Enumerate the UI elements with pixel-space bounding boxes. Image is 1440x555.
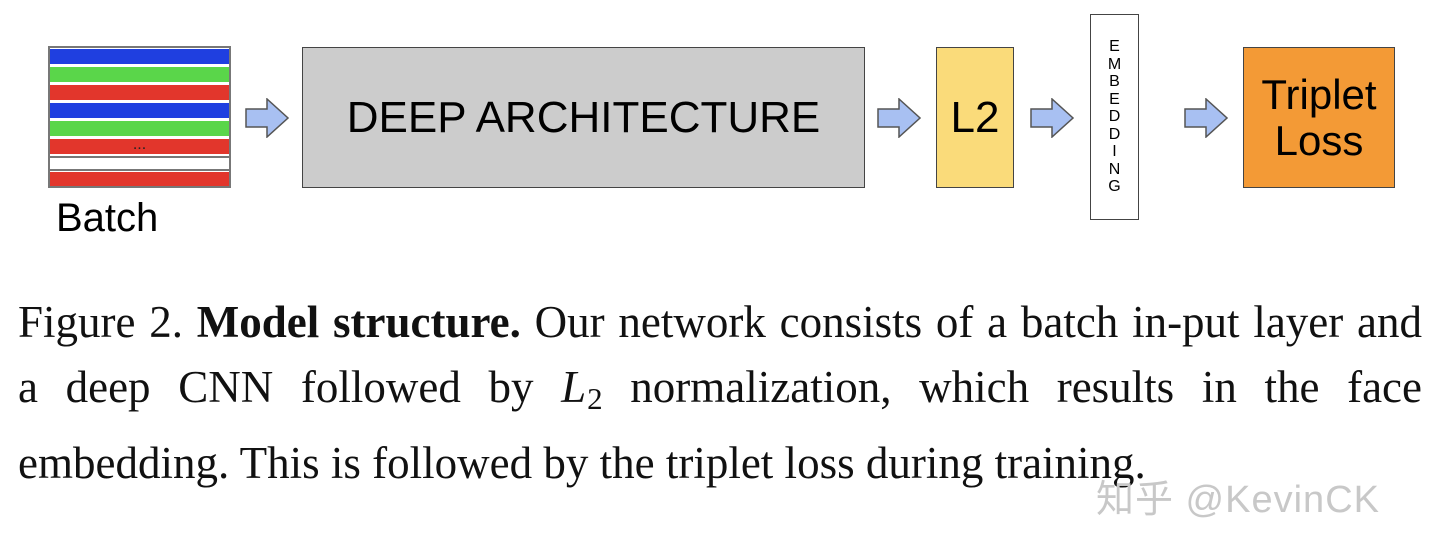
triplet-loss-line1: Triplet — [1261, 70, 1377, 118]
caption-prefix: Figure 2. — [18, 297, 197, 347]
deep-architecture-box: DEEP ARCHITECTURE — [302, 47, 865, 188]
embedding-letter: E — [1109, 90, 1120, 108]
triplet-loss-line2: Loss — [1274, 116, 1364, 164]
caption-math-l: L — [561, 361, 587, 412]
caption-math-subscript: 2 — [587, 380, 603, 416]
embedding-letter: N — [1108, 160, 1121, 178]
figure-caption: Figure 2. Model structure. Our network c… — [18, 290, 1422, 496]
l2-label: L2 — [950, 92, 1000, 142]
batch-stripe-red — [50, 172, 229, 186]
embedding-box: E M B E D D I N G — [1090, 14, 1139, 220]
caption-text-continued: normalization, which results in the face… — [18, 361, 1423, 489]
caption-bold-title: Model structure. — [196, 297, 521, 347]
arrow-right-icon — [877, 98, 921, 138]
caption-text: Our network consists of a batch in-​put … — [18, 297, 1422, 412]
batch-stripe-blue — [50, 103, 229, 118]
batch-ellipsis: ... — [132, 136, 147, 153]
arrow-right-icon — [245, 98, 289, 138]
embedding-letter: B — [1109, 73, 1120, 91]
batch-stripe-green — [50, 67, 229, 82]
embedding-letter: G — [1108, 178, 1121, 196]
embedding-letter: I — [1112, 143, 1117, 161]
deep-architecture-label: DEEP ARCHITECTURE — [346, 92, 821, 142]
batch-stripe-white — [50, 156, 229, 171]
batch-stack: ... — [48, 46, 231, 188]
batch-stripe-green — [50, 121, 229, 136]
embedding-letter: M — [1107, 55, 1122, 73]
arrow-right-icon — [1184, 98, 1228, 138]
batch-stripe-red — [50, 139, 229, 154]
arrow-right-icon — [1030, 98, 1074, 138]
batch-stripe-blue — [50, 49, 229, 64]
model-structure-diagram: ... Batch DEEP ARCHITECTURE L2 E M B E D… — [0, 0, 1440, 270]
triplet-loss-box: Triplet Loss — [1243, 47, 1395, 188]
l2-normalization-box: L2 — [936, 47, 1014, 188]
watermark: 知乎 @KevinCK — [1096, 479, 1380, 521]
batch-label: Batch — [56, 196, 159, 240]
embedding-letter: D — [1108, 108, 1121, 126]
embedding-letter: D — [1108, 125, 1121, 143]
embedding-letter: E — [1109, 38, 1120, 56]
batch-stripe-red — [50, 85, 229, 100]
